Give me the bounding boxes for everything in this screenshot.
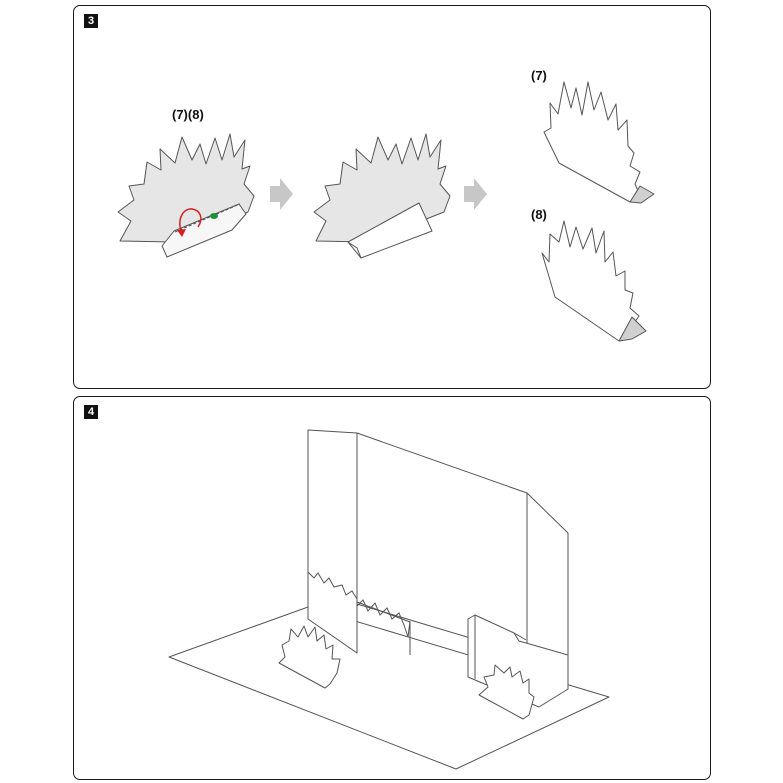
step-3-badge: 3 (84, 14, 98, 28)
back-wall-structure (307, 429, 569, 690)
step-4-panel: 4 (73, 396, 711, 780)
grass-piece-folded (313, 133, 451, 259)
grass-piece-7-side-view (543, 81, 655, 204)
step-4-illustration (168, 429, 610, 770)
arrow-right-icon (464, 178, 487, 210)
step-4-badge: 4 (84, 405, 98, 419)
arrow-right-icon (270, 178, 293, 210)
fold-arrow-icon (179, 208, 202, 235)
grass-piece-8-side-view (541, 220, 647, 342)
label-pair-7-8: (7)(8) (172, 107, 204, 122)
label-piece-7: (7) (531, 68, 547, 83)
step-3-panel: 3 (7)(8) (7) (8) (73, 5, 711, 389)
grass-piece-unfolded (117, 133, 255, 258)
label-piece-8: (8) (531, 207, 547, 222)
step-3-illustration (117, 81, 655, 342)
grass-piece-standing-left (278, 625, 341, 689)
base-floor (168, 606, 610, 770)
grass-piece-standing-right (478, 664, 535, 720)
glue-dot-icon (210, 213, 218, 219)
